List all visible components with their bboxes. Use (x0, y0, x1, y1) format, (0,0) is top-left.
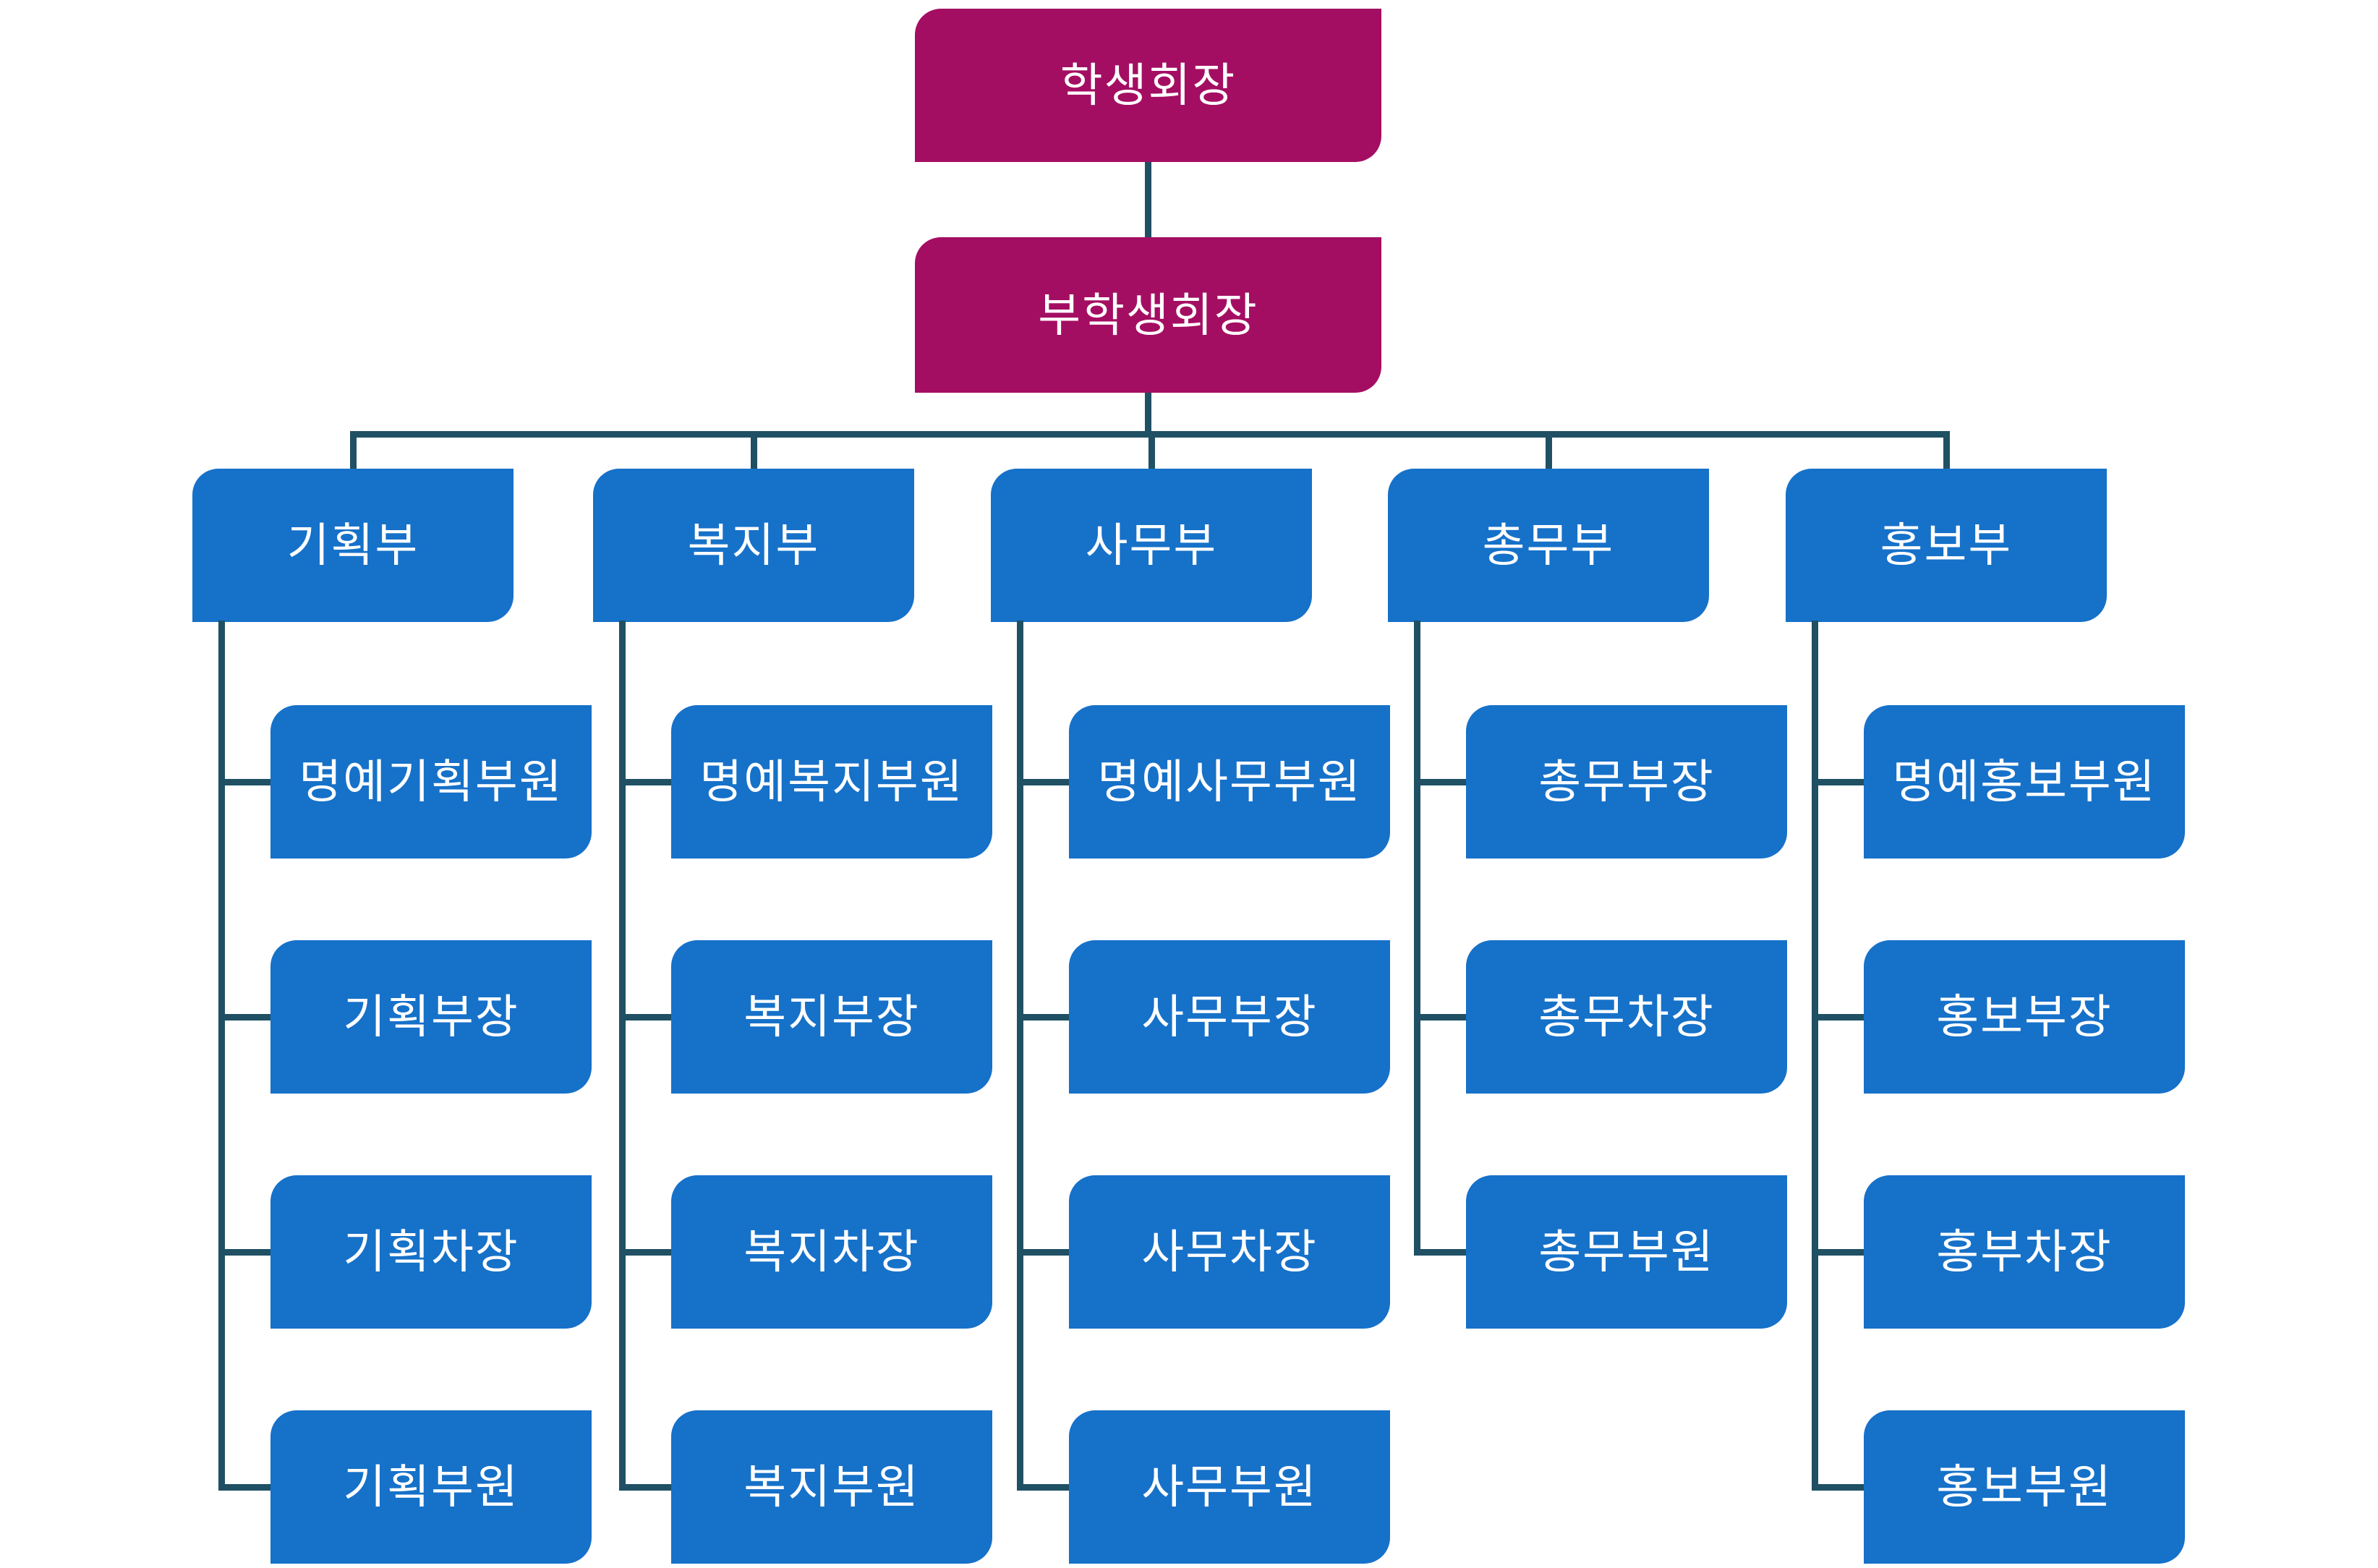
connector-vice-trunk (1145, 391, 1151, 433)
member-box-1-0: 명예복지부원 (671, 705, 992, 858)
connector-president-vice (1145, 161, 1151, 239)
department-box-4: 홍보부 (1786, 469, 2107, 622)
connector-member-stub (1812, 1249, 1864, 1256)
vice-president-box: 부학생회장 (915, 237, 1381, 393)
member-box-0-0: 명예기획부원 (270, 705, 592, 858)
member-box-4-0: 명예홍보부원 (1864, 705, 2185, 858)
connector-rail-drop (1546, 431, 1552, 472)
connector-member-stub (1017, 1484, 1069, 1491)
connector-member-stub (1414, 1249, 1466, 1256)
member-box-1-1: 복지부장 (671, 940, 992, 1094)
connector-member-stub (1414, 779, 1466, 785)
member-box-1-3: 복지부원 (671, 1410, 992, 1564)
connector-member-stub (1812, 779, 1864, 785)
department-box-3: 총무부 (1388, 469, 1709, 622)
connector-member-stub (619, 1014, 671, 1021)
member-box-4-3: 홍보부원 (1864, 1410, 2185, 1564)
member-box-3-2: 총무부원 (1466, 1175, 1787, 1329)
member-box-4-2: 홍부차장 (1864, 1175, 2185, 1329)
connector-member-stub (218, 1484, 270, 1491)
department-box-2: 사무부 (991, 469, 1312, 622)
connector-member-stub (619, 1484, 671, 1491)
connector-member-stub (1414, 1014, 1466, 1021)
connector-member-stub (1017, 779, 1069, 785)
connector-member-stub (218, 1014, 270, 1021)
connector-member-stub (619, 1249, 671, 1256)
member-box-0-2: 기획차장 (270, 1175, 592, 1329)
connector-rail-drop (1943, 431, 1950, 472)
member-box-3-1: 총무차장 (1466, 940, 1787, 1094)
member-box-0-3: 기획부원 (270, 1410, 592, 1564)
member-box-2-2: 사무차장 (1069, 1175, 1390, 1329)
connector-member-stub (1017, 1249, 1069, 1256)
connector-rail-drop (350, 431, 357, 472)
connector-member-stub (218, 779, 270, 785)
connector-hang-line (1017, 621, 1023, 1491)
connector-member-stub (1812, 1014, 1864, 1021)
connector-member-stub (619, 779, 671, 785)
member-box-4-1: 홍보부장 (1864, 940, 2185, 1094)
connector-member-stub (218, 1249, 270, 1256)
connector-rail-drop (751, 431, 757, 472)
member-box-2-1: 사무부장 (1069, 940, 1390, 1094)
connector-member-stub (1812, 1484, 1864, 1491)
president-box: 학생회장 (915, 9, 1381, 162)
connector-rail-drop (1148, 431, 1155, 472)
member-box-0-1: 기획부장 (270, 940, 592, 1094)
member-box-2-3: 사무부원 (1069, 1410, 1390, 1564)
member-box-1-2: 복지차장 (671, 1175, 992, 1329)
connector-hang-line (619, 621, 626, 1491)
connector-member-stub (1017, 1014, 1069, 1021)
connector-hang-line (1414, 621, 1420, 1256)
department-box-0: 기획부 (192, 469, 513, 622)
department-box-1: 복지부 (593, 469, 914, 622)
connector-hang-line (218, 621, 225, 1491)
connector-hang-line (1812, 621, 1818, 1491)
member-box-2-0: 명예사무부원 (1069, 705, 1390, 858)
member-box-3-0: 총무부장 (1466, 705, 1787, 858)
